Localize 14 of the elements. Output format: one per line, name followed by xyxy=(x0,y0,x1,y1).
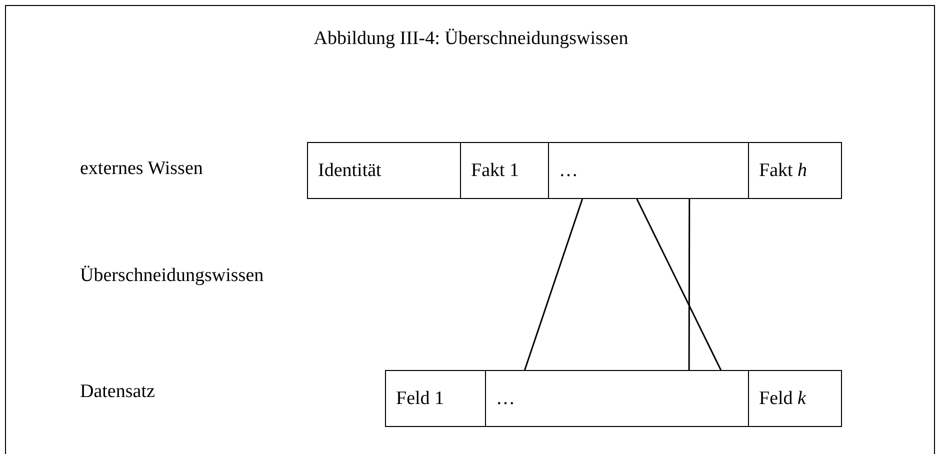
record-field: Feld 1 xyxy=(385,370,487,427)
row-label: Datensatz xyxy=(80,381,155,403)
connector-line xyxy=(636,198,722,370)
record-field: Fakt h xyxy=(748,142,842,199)
record-field: Fakt 1 xyxy=(460,142,550,199)
record-field: Identität xyxy=(307,142,462,199)
row-label: Überschneidungswissen xyxy=(80,265,264,287)
connector-line xyxy=(688,199,690,370)
record-field: Feld k xyxy=(748,370,842,427)
figure-title: Abbildung III-4: Überschneidungswissen xyxy=(314,28,628,50)
row-label: externes Wissen xyxy=(80,158,203,180)
record-field: … xyxy=(548,142,750,199)
connector-line xyxy=(524,198,584,370)
record-field: … xyxy=(485,370,750,427)
